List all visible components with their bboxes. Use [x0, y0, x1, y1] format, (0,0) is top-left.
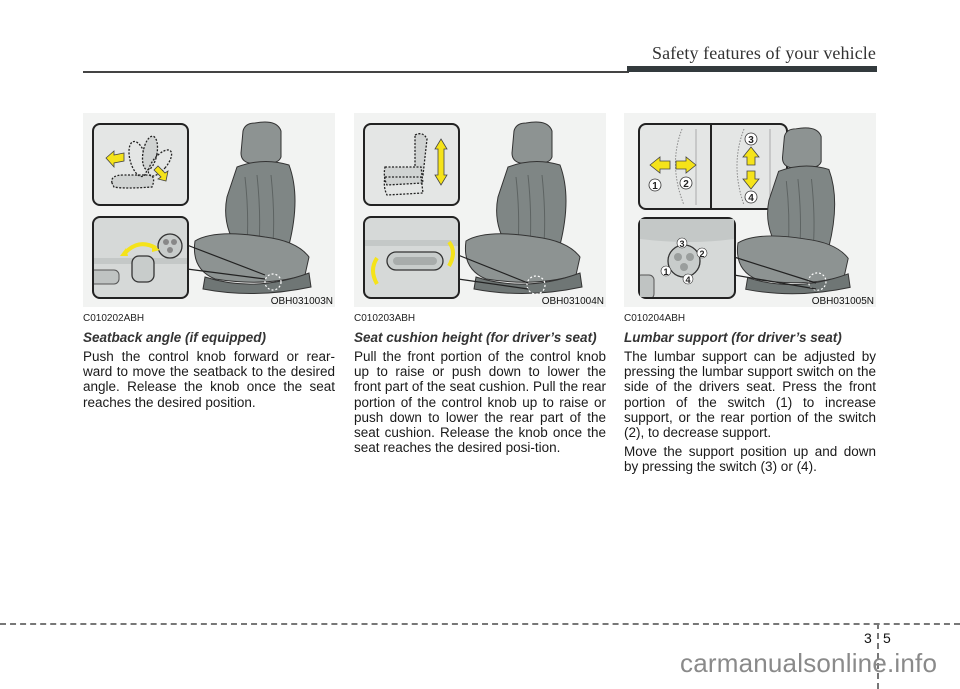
- header-bar: [627, 66, 877, 72]
- arrow-right-icon: [675, 156, 697, 174]
- curved-arrow-rear-icon: [447, 240, 455, 267]
- arrow-up-icon: [742, 146, 760, 166]
- figure-seat-cushion-height: OBH031004N: [354, 113, 606, 307]
- svg-text:4: 4: [748, 193, 754, 204]
- page-number: 5: [883, 630, 891, 646]
- svg-text:4: 4: [685, 275, 690, 285]
- svg-text:3: 3: [679, 239, 684, 249]
- figure-code: OBH031004N: [541, 296, 604, 307]
- curved-arrow-front-icon: [371, 256, 379, 285]
- section-seat-cushion-height: OBH031004N C010203ABH Seat cushion heigh…: [354, 113, 606, 455]
- arrow-forward-icon: [105, 150, 125, 169]
- section-seatback-angle: OBH031003N C010202ABH Seatback angle (if…: [83, 113, 335, 410]
- figure-code: OBH031003N: [270, 296, 333, 307]
- recline-knob-closeup: [88, 216, 189, 299]
- callout-line: [458, 254, 529, 290]
- lumbar-switch-closeup: 3 2 1 4: [635, 217, 736, 300]
- curved-arrow-icon: [122, 242, 157, 256]
- seat-illustration: [736, 127, 851, 295]
- arrow-rearward-icon: [153, 165, 169, 182]
- section-paragraph: Push the control knob forward or rear-wa…: [83, 349, 335, 410]
- chapter-number: 3: [864, 630, 872, 646]
- section-code: C010204ABH: [624, 313, 686, 324]
- footer-dashed-rule: [0, 623, 960, 625]
- recline-diagram-icon: [105, 135, 173, 189]
- figure-lumbar-support: 1 2 3 4 3 2 1 4: [624, 113, 876, 307]
- callout-line: [187, 244, 266, 280]
- callout-line: [734, 256, 817, 290]
- section-lumbar-support: 1 2 3 4 3 2 1 4: [624, 113, 876, 475]
- svg-text:3: 3: [748, 135, 754, 146]
- section-paragraph: Pull the front portion of the control kn…: [354, 349, 606, 456]
- section-title: Safety features of your vehicle: [651, 43, 876, 63]
- seat-illustration: [464, 121, 583, 295]
- header-rule: [83, 71, 629, 73]
- inset-divider: [710, 125, 712, 208]
- seatback-recline-diagram: [92, 123, 189, 206]
- section-paragraph: Move the support position up and down by…: [624, 444, 876, 475]
- watermark: carmanualsonline.info: [680, 648, 938, 678]
- figure-code: OBH031005N: [811, 296, 874, 307]
- section-heading: Seatback angle (if equipped): [83, 330, 267, 345]
- seat-illustration: [193, 121, 312, 295]
- svg-text:1: 1: [663, 267, 668, 277]
- seat-height-diagram: [363, 123, 460, 206]
- section-heading: Seat cushion height (for driver’s seat): [354, 330, 597, 345]
- footer-dashed-divider: [877, 623, 879, 689]
- double-arrow-vertical-icon: [434, 138, 448, 186]
- section-code: C010203ABH: [354, 313, 416, 324]
- svg-text:2: 2: [699, 249, 704, 259]
- section-paragraph: The lumbar support can be adjusted by pr…: [624, 349, 876, 441]
- svg-text:1: 1: [652, 181, 658, 192]
- section-heading: Lumbar support (for driver’s seat): [624, 330, 842, 345]
- figure-seatback-angle: OBH031003N: [83, 113, 335, 307]
- arrow-left-icon: [649, 156, 671, 174]
- section-code: C010202ABH: [83, 313, 145, 324]
- svg-text:2: 2: [683, 179, 689, 190]
- arrow-down-icon: [742, 170, 760, 190]
- cushion-switch-closeup: [363, 216, 460, 299]
